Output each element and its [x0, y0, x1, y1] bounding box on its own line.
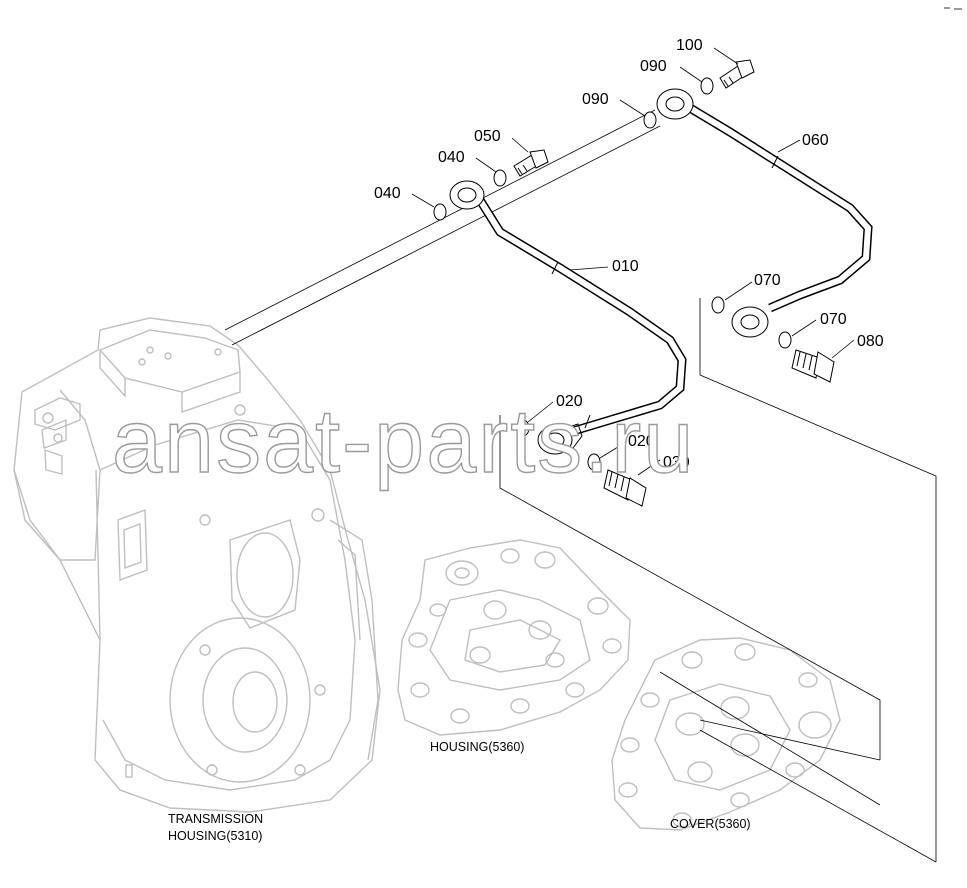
callout-010: 010: [612, 258, 639, 275]
bolt-100: [719, 59, 755, 89]
o-rings: [433, 77, 792, 471]
pipe-060: [656, 88, 873, 338]
o-ring-070-left: [711, 296, 725, 314]
callout-090-lower: 090: [582, 91, 609, 108]
callout-020-upper: 020: [556, 393, 583, 410]
watermark-text: ansat-parts.ru: [112, 392, 695, 492]
pipe-010: [449, 180, 687, 455]
corner-mark: [944, 7, 962, 10]
o-ring-090-left: [643, 111, 657, 129]
callout-090-upper: 090: [640, 58, 667, 75]
callout-leaders: [411, 47, 855, 476]
callout-020-lower: 020: [628, 433, 655, 450]
o-ring-070-right: [778, 331, 792, 349]
caption-cover: COVER(5360): [670, 817, 751, 831]
o-ring-040-left: [433, 203, 447, 221]
callout-060: 060: [802, 132, 829, 149]
callout-080: 080: [857, 333, 884, 350]
bolt-030: [603, 469, 647, 507]
callout-030: 030: [663, 454, 690, 471]
o-ring-020-left: [516, 419, 530, 437]
callout-070-lower: 070: [820, 311, 847, 328]
valve-housing-drawing: [397, 539, 631, 736]
valve-cover-drawing: [611, 637, 841, 831]
caption-transmission-line1: TRANSMISSION: [168, 812, 263, 826]
transmission-housing-drawing: [13, 317, 381, 813]
callout-040-upper: 040: [438, 149, 465, 166]
caption-transmission-line2: HOUSING(5310): [168, 829, 262, 843]
o-ring-090-right: [700, 77, 714, 95]
callout-050: 050: [474, 128, 501, 145]
callout-100: 100: [676, 37, 703, 54]
o-ring-040-right: [493, 169, 507, 187]
o-ring-020-right: [587, 453, 601, 471]
caption-housing: HOUSING(5360): [430, 740, 524, 754]
bolt-050: [513, 149, 549, 177]
callout-070-upper: 070: [754, 272, 781, 289]
callout-040-lower: 040: [374, 185, 401, 202]
bolt-080: [791, 349, 835, 383]
